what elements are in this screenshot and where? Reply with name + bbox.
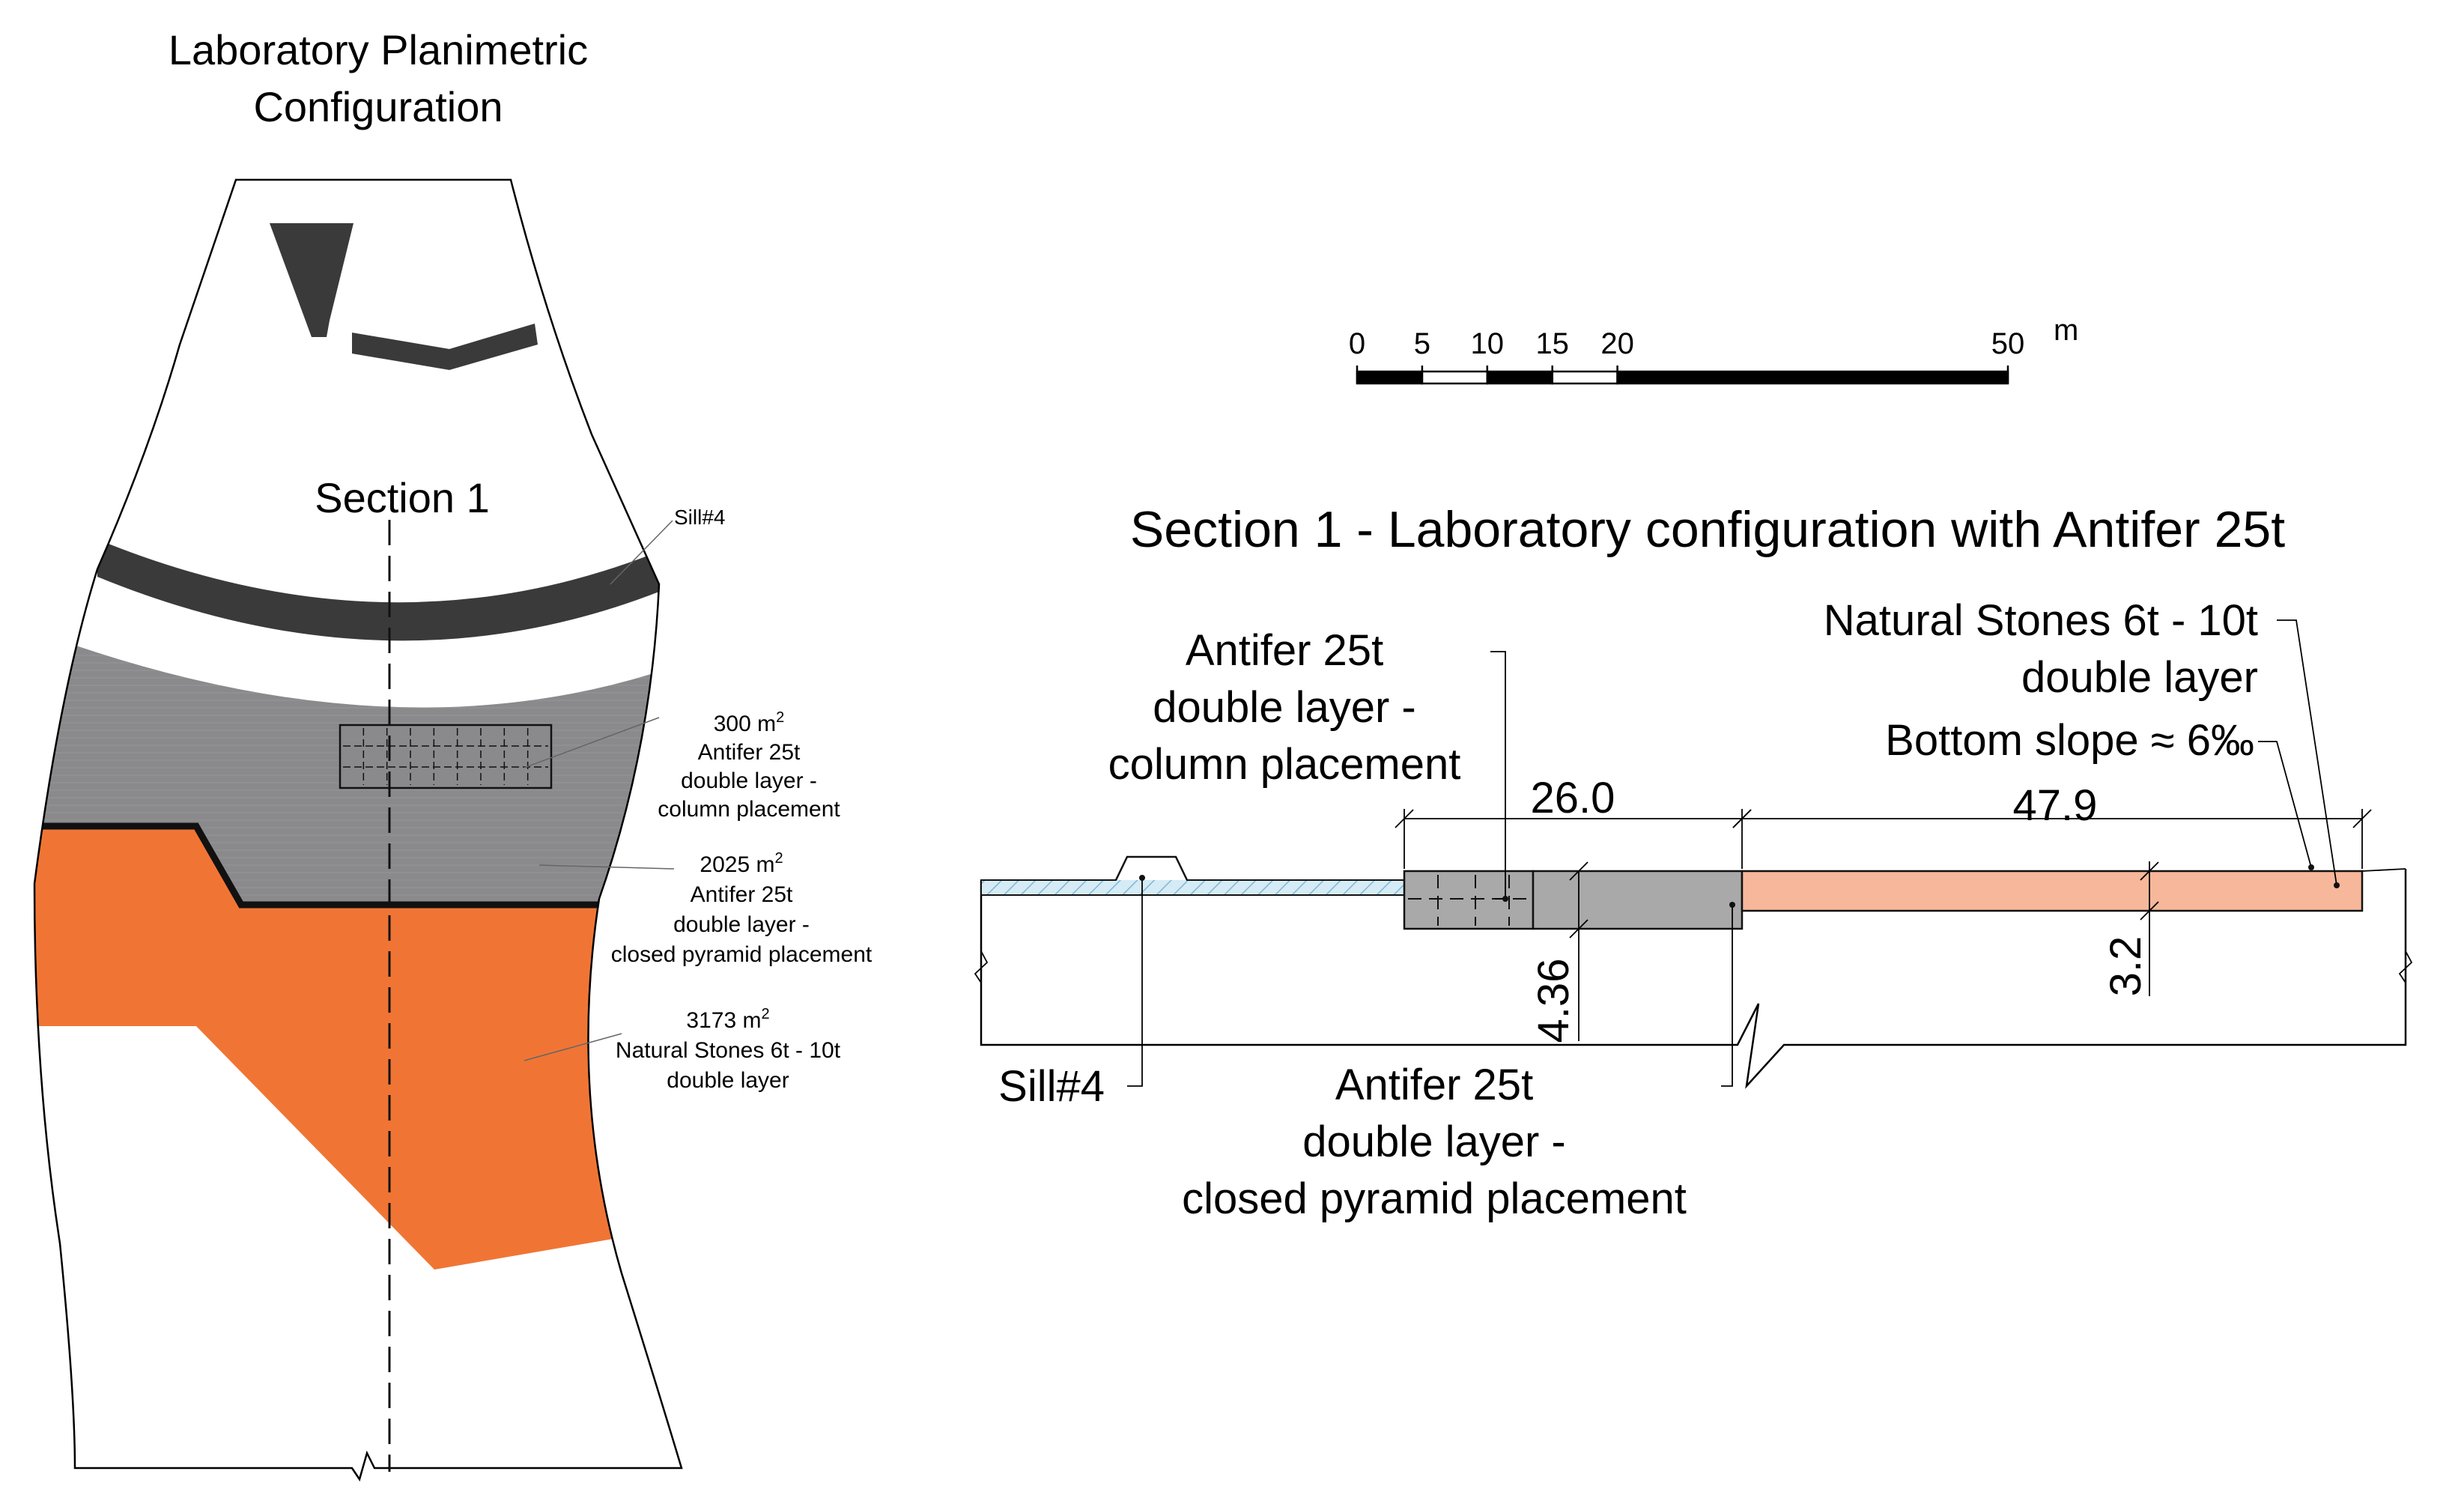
section-label-pyramid: Antifer 25t double layer - closed pyrami… (1182, 1061, 1687, 1223)
dimension-antifer-length: 26.0 (1395, 774, 1752, 869)
plan-outline (33, 178, 683, 1482)
svg-text:closed pyramid placement: closed pyramid placement (1182, 1174, 1687, 1223)
natural-stones-block (1741, 870, 2364, 912)
sill-bump (1114, 855, 1189, 881)
scale-tick-label: 15 (1535, 327, 1569, 360)
sill-plan-label: Sill#4 (674, 506, 725, 529)
plan-view: Laboratory Planimetric Configuration Sec… (33, 26, 873, 1482)
svg-text:47.9: 47.9 (2013, 781, 2098, 830)
svg-text:Antifer 25t: Antifer 25t (1335, 1061, 1533, 1109)
scale-tick-label: 0 (1349, 327, 1365, 360)
area1-leader (524, 717, 660, 768)
svg-text:Natural Stones 6t - 10t: Natural Stones 6t - 10t (1824, 596, 2258, 645)
plan-title-line2: Configuration (253, 83, 503, 130)
upstream-structure-wedge (270, 223, 353, 337)
svg-text:double layer -: double layer - (673, 912, 810, 937)
area-label-natural: 3173 m2 Natural Stones 6t - 10t double l… (616, 1006, 841, 1093)
column-placement-dashes (1408, 875, 1528, 926)
svg-text:column placement: column placement (1108, 740, 1461, 789)
svg-text:double layer -: double layer - (681, 768, 817, 793)
svg-text:Antifer 25t: Antifer 25t (691, 882, 793, 907)
sill-leader (610, 520, 673, 585)
left-break-mark (974, 950, 989, 983)
pyramid-label-leader (1721, 905, 1733, 1087)
dimension-antifer-thickness: 4.36 (1529, 861, 1588, 1043)
area-label-pyramid: 2025 m2 Antifer 25t double layer - close… (611, 850, 873, 967)
scale-segment (1486, 370, 1553, 385)
svg-text:Natural Stones 6t - 10t: Natural Stones 6t - 10t (616, 1038, 841, 1063)
upstream-structure-bar (352, 324, 538, 370)
area-label-column: 300 m2 Antifer 25t double layer - column… (658, 709, 840, 822)
section-1-plan-label: Section 1 (315, 474, 490, 521)
antifer-column-block (1403, 870, 1535, 930)
svg-text:2025 m2: 2025 m2 (700, 850, 783, 877)
dimension-natural-length: 47.9 (1732, 781, 2372, 869)
section-label-column: Antifer 25t double layer - column placem… (1108, 626, 1461, 789)
scale-unit: m (2054, 314, 2078, 347)
natural-label-leader (2277, 619, 2337, 886)
section-view: Section 1 - Laboratory configuration wit… (974, 501, 2413, 1223)
section-title: Section 1 - Laboratory configuration wit… (1130, 501, 2285, 558)
scale-tick-label: 20 (1600, 327, 1634, 360)
svg-text:double layer: double layer (2021, 653, 2258, 702)
column-label-leader (1490, 651, 1506, 900)
svg-text:Antifer 25t: Antifer 25t (1186, 626, 1383, 675)
svg-text:300 m2: 300 m2 (714, 709, 785, 736)
bed-top-line (2361, 868, 2406, 872)
svg-text:double layer -: double layer - (1302, 1118, 1565, 1166)
area3-leader (524, 1033, 622, 1061)
svg-text:26.0: 26.0 (1531, 774, 1615, 822)
svg-text:Antifer 25t: Antifer 25t (698, 740, 801, 765)
svg-text:closed pyramid placement: closed pyramid placement (611, 942, 873, 967)
placement-boundary-line (34, 822, 674, 909)
scale-segment (1616, 370, 2009, 385)
svg-text:3.2: 3.2 (2102, 936, 2150, 997)
slope-label-leader (2258, 741, 2312, 868)
scale-tick-label: 50 (1991, 327, 2025, 360)
upstream-hatched-bed (980, 856, 1405, 896)
column-placement-patch (339, 724, 553, 789)
right-break-mark (2398, 950, 2413, 983)
antifer-pyramid-block (1532, 870, 1744, 930)
section-label-sill: Sill#4 (998, 1062, 1105, 1111)
sill-band (97, 539, 659, 641)
svg-text:3173 m2: 3173 m2 (686, 1006, 769, 1033)
sill-section-leader (1127, 878, 1143, 1087)
svg-text:column placement: column placement (658, 797, 840, 822)
section-label-natural: Natural Stones 6t - 10t double layer (1824, 596, 2258, 702)
scale-tick-label: 10 (1471, 327, 1505, 360)
area2-leader (538, 864, 675, 870)
scale-tick-label: 5 (1414, 327, 1430, 360)
scale-segment (1551, 370, 1618, 385)
natural-stones-region (34, 826, 674, 1270)
plan-title-line1: Laboratory Planimetric (169, 26, 588, 73)
svg-text:double layer: double layer (667, 1068, 789, 1093)
plan-regions (34, 539, 674, 1270)
dimension-natural-thickness: 3.2 (2102, 861, 2159, 997)
svg-text:double layer -: double layer - (1153, 683, 1415, 732)
svg-text:4.36: 4.36 (1529, 959, 1578, 1043)
channel-bed-outline (980, 869, 2407, 1089)
scale-bar: 0 5 10 15 20 50 m (1349, 314, 2078, 385)
section-label-slope: Bottom slope ≈ 6‰ (1885, 716, 2254, 765)
scale-segment (1356, 370, 1424, 385)
scale-segment (1421, 370, 1489, 385)
